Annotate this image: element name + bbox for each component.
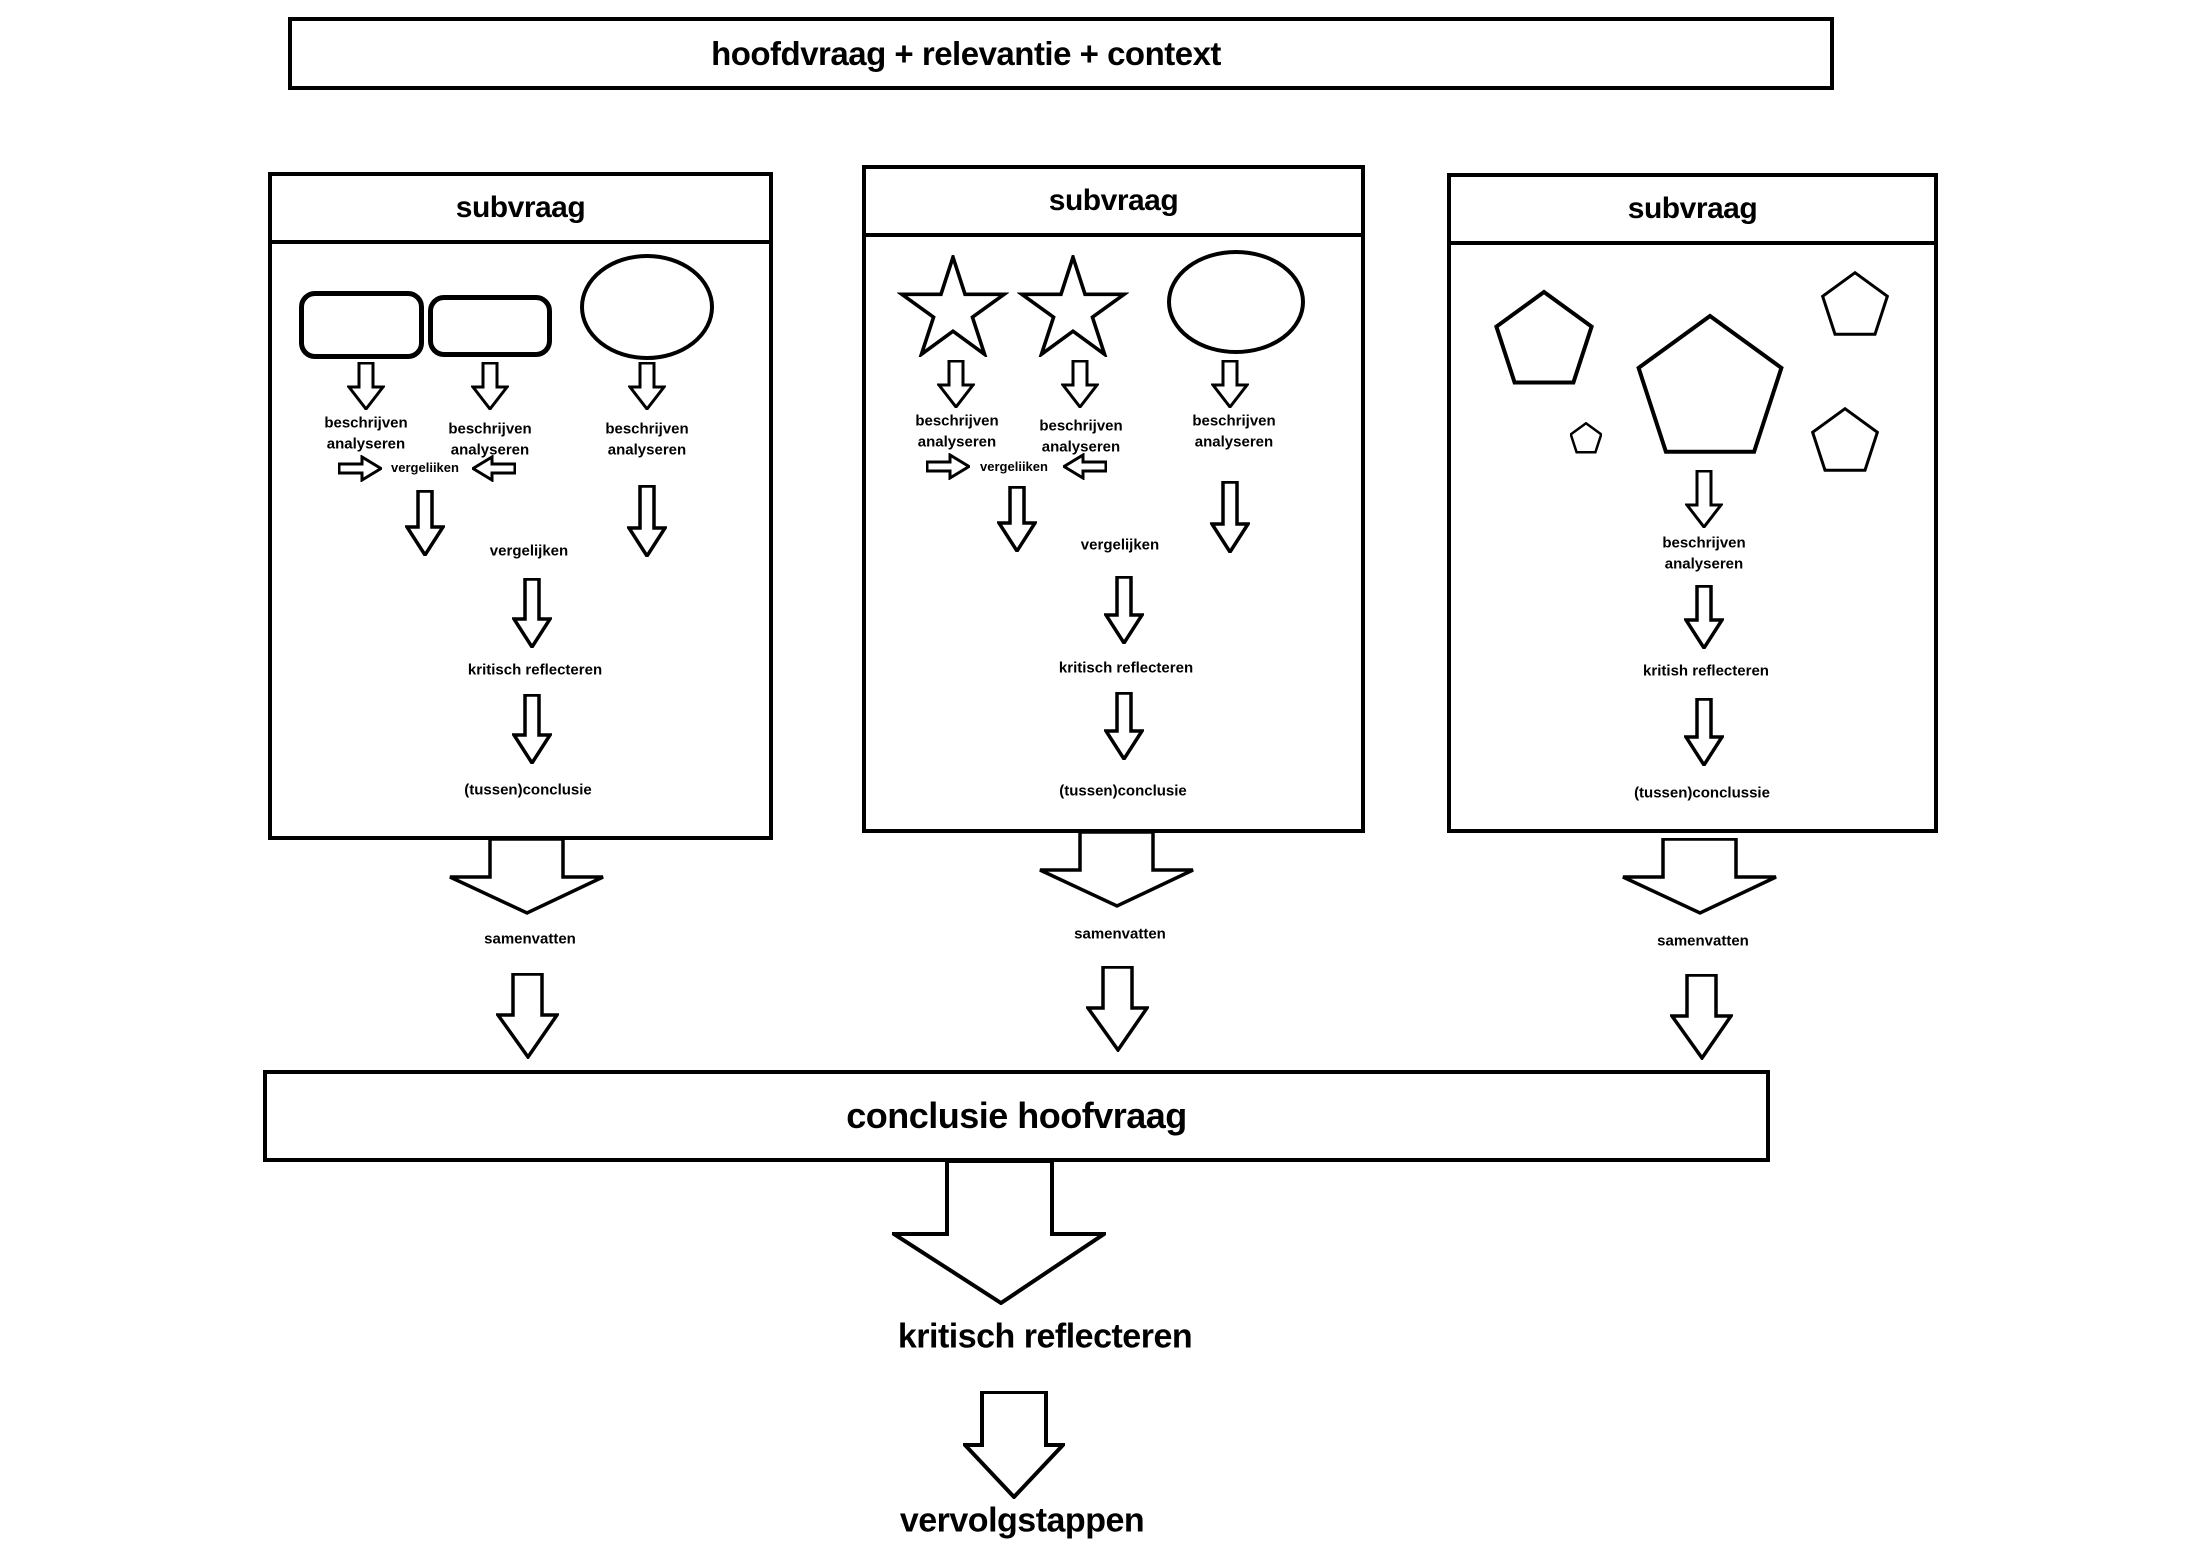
down-arrow-icon [1086,966,1149,1052]
wide-down-arrow-icon [448,838,605,915]
down-arrow-icon [1210,481,1250,553]
conclusion-label: conclusie hoofvraag [846,1095,1187,1136]
down-arrow-icon [347,362,385,410]
describe-analyze-label: beschrijven analyseren [1192,412,1276,450]
down-arrow-icon [627,485,667,557]
down-arrow-icon [1104,576,1144,644]
rounded-rectangle-shape [299,291,424,359]
describe-analyze-label: beschrijven analyseren [605,420,689,458]
down-arrow-icon [1670,974,1733,1060]
down-arrow-icon [937,360,975,408]
ellipse-shape [579,253,715,361]
star-shape [897,255,1009,357]
down-arrow-icon [997,486,1037,552]
pentagon-shape [1821,270,1889,338]
summarize-label: samenvatten [484,930,576,948]
down-arrow-icon [1211,360,1249,408]
describe-analyze-label: beschrijven analyseren [915,412,999,450]
star-shape [1017,255,1129,357]
down-arrow-icon [1684,698,1724,766]
main-question-label: hoofdvraag + relevantie + context [711,34,1221,72]
down-arrow-icon [1104,692,1144,760]
critical-reflection-label: kritisch reflecteren [467,661,603,679]
down-arrow-icon [471,362,509,410]
down-arrow-icon [405,490,445,556]
summarize-label: samenvatten [1657,932,1749,950]
down-arrow-icon [963,1391,1065,1499]
down-arrow-icon [512,694,552,764]
compare-label: vergelijken [1080,536,1160,554]
subquestion-title: subvraag [455,191,586,224]
interim-conclusion-label: (tussen)conclussie [1634,784,1770,802]
summarize-label: samenvatten [1074,925,1166,943]
subquestion-header-1: subvraag [272,176,769,244]
critical-reflection-label: kritisch reflecteren [1058,659,1194,677]
compare-label: vergelijken [489,542,569,560]
describe-analyze-label: beschrijven analyseren [1039,417,1123,455]
subquestion-box-1: subvraag beschrijven analyseren beschrij… [268,172,773,840]
describe-analyze-label: beschrijven analyseren [1662,534,1746,572]
subquestion-title: subvraag [1048,184,1179,217]
pentagon-shape [1494,288,1594,388]
conclusion-box: conclusie hoofvraag [263,1070,1770,1162]
wide-down-arrow-icon [1621,838,1778,915]
wide-down-arrow-icon [892,1160,1106,1305]
down-arrow-icon [1685,470,1723,528]
subquestion-header-3: subvraag [1451,177,1934,245]
pentagon-shape [1570,422,1602,454]
wide-down-arrow-icon [1038,831,1195,908]
ellipse-shape [1166,249,1306,355]
subquestion-header-2: subvraag [866,169,1361,237]
right-arrow-icon [926,453,970,480]
left-arrow-icon [472,455,516,482]
rounded-rectangle-shape [428,295,552,357]
subquestion-title: subvraag [1627,192,1758,225]
main-question-box: hoofdvraag + relevantie + context [288,17,1834,90]
down-arrow-icon [512,578,552,648]
critical-reflection-label: kritish reflecteren [1643,662,1769,680]
describe-analyze-label: beschrijven analyseren [324,414,408,452]
down-arrow-icon [628,362,666,410]
subquestion-box-3: subvraag beschrijven analyseren kritish … [1447,173,1938,833]
describe-analyze-label: beschrijven analyseren [448,420,532,458]
next-steps-label: vervolgstappen [899,1501,1145,1540]
compare-small-label: vergeliiken [980,459,1048,475]
down-arrow-icon [1684,585,1724,649]
right-arrow-icon [338,455,382,482]
down-arrow-icon [1061,360,1099,408]
subquestion-box-2: subvraag beschrijven analyseren beschrij… [862,165,1365,833]
pentagon-shape [1811,406,1879,474]
final-critical-reflection-label: kritisch reflecteren [897,1317,1193,1356]
left-arrow-icon [1063,453,1107,480]
pentagon-shape [1635,310,1785,460]
interim-conclusion-label: (tussen)conclusie [1059,782,1187,800]
interim-conclusion-label: (tussen)conclusie [464,781,592,799]
compare-small-label: vergeliiken [391,460,459,476]
down-arrow-icon [496,973,559,1059]
